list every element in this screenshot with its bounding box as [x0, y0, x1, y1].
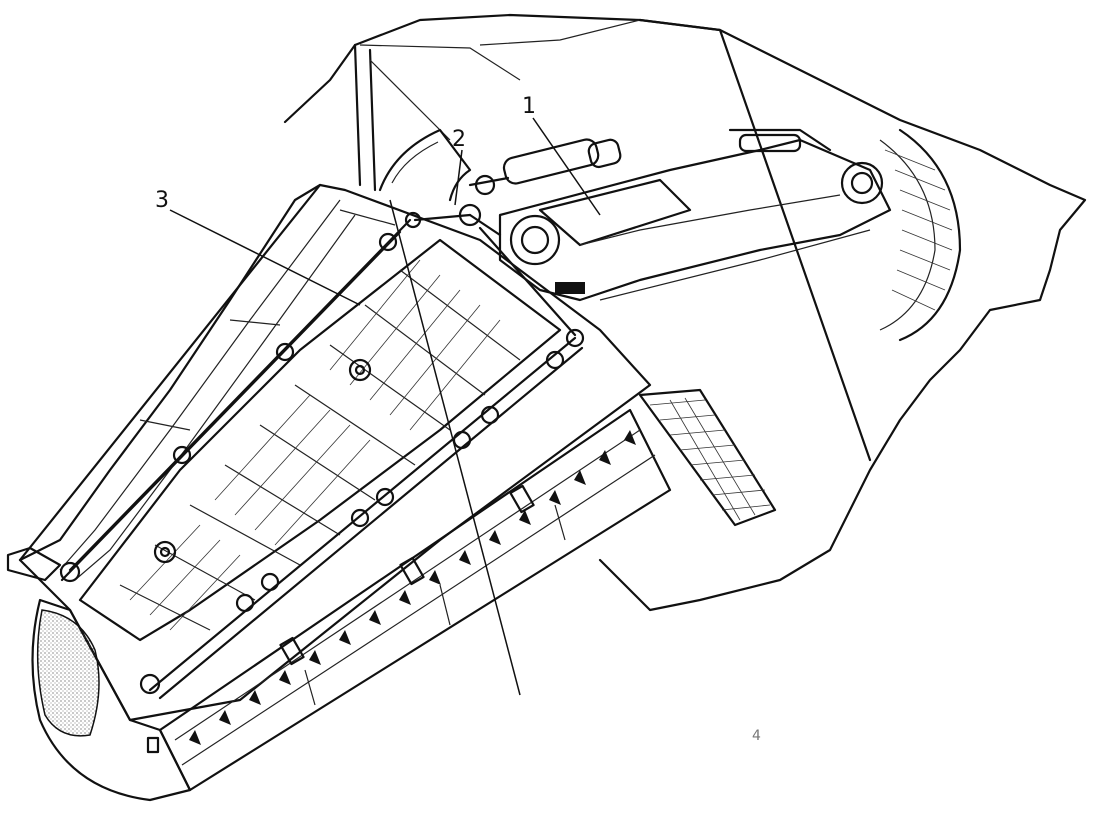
lower-rods	[139, 328, 585, 700]
pivot-linkage	[413, 203, 577, 337]
machine-body-outline	[283, 13, 1087, 612]
rear-drum	[879, 128, 962, 342]
callout-label-1: 1	[522, 94, 536, 119]
conveyor-strip	[638, 388, 777, 527]
stray-mark: 4	[752, 728, 761, 744]
hydraulic-cylinder	[468, 138, 622, 196]
guide-rods	[59, 209, 422, 583]
header-frame	[6, 183, 652, 722]
lift-arm	[498, 128, 892, 302]
cutter-bar	[158, 408, 672, 792]
crop-divider	[31, 598, 192, 802]
sector-plate	[378, 128, 472, 202]
slat-grid	[78, 238, 562, 642]
callout-leaders	[169, 117, 601, 696]
callout-label-2: 2	[452, 127, 466, 152]
mast-frame	[353, 43, 451, 192]
callout-label-3: 3	[155, 188, 169, 213]
